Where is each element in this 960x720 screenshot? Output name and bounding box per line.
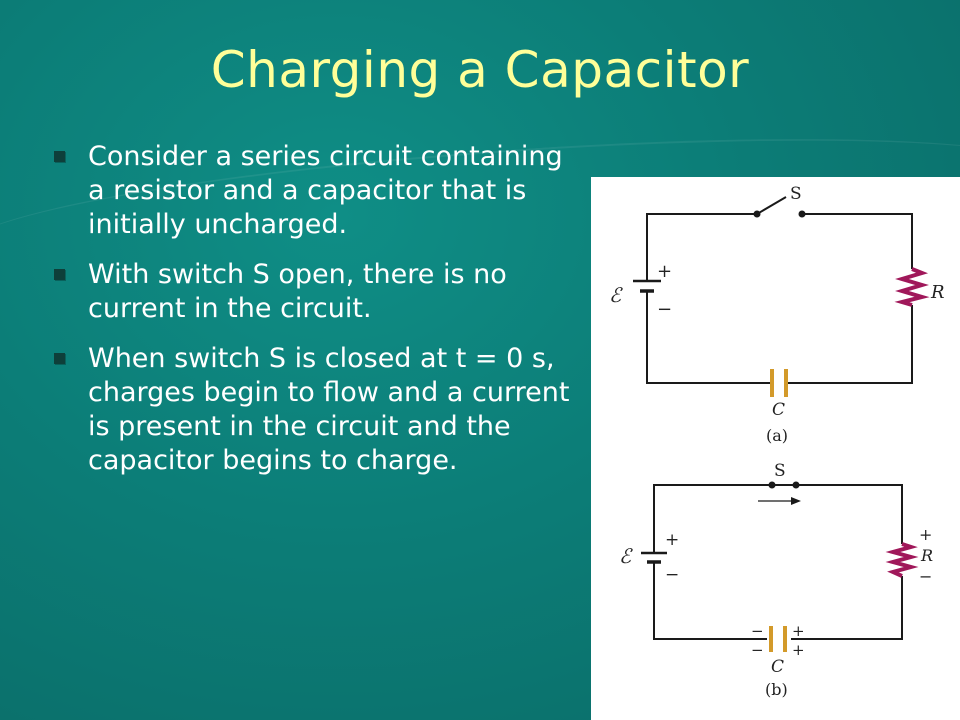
closed-switch-icon (768, 481, 800, 489)
square-bullet-icon (54, 353, 65, 364)
circuit-diagram-a: S ℰ + − R C (a) (591, 177, 960, 456)
bullet-list: Consider a series circuit containing a r… (52, 140, 587, 494)
circuit-diagram-b: S ℰ + − + R − − − + + C (b) (591, 456, 960, 720)
bullet-text: When switch S is closed at t = 0 s, char… (88, 343, 570, 476)
circuit-b-svg: S ℰ + − + R − − − + + C (b) (619, 461, 933, 699)
switch-icon (753, 196, 806, 218)
capacitor-label: C (771, 657, 784, 677)
resistor-plus-label: + (919, 525, 932, 544)
wire (646, 213, 913, 384)
battery-plus-label: + (657, 261, 672, 282)
emf-label: ℰ (619, 544, 633, 568)
switch-label: S (774, 461, 786, 481)
capacitor-label: C (772, 400, 785, 420)
capacitor-plus-label: + (792, 622, 805, 640)
emf-label: ℰ (609, 283, 623, 307)
switch-label: S (790, 184, 802, 204)
wire (653, 484, 903, 640)
figure-caption: (b) (765, 680, 788, 699)
battery-minus-label: − (657, 299, 672, 320)
bullet-item: With switch S open, there is no current … (52, 258, 587, 326)
resistor-icon (885, 542, 919, 578)
battery-icon (641, 544, 667, 572)
square-bullet-icon (54, 269, 65, 280)
battery-icon (633, 270, 661, 302)
bullet-item: Consider a series circuit containing a r… (52, 140, 587, 242)
capacitor-icon (770, 369, 788, 397)
bullet-text: Consider a series circuit containing a r… (88, 141, 563, 240)
circuit-a-svg: S ℰ + − R C (a) (609, 184, 945, 445)
current-arrow-icon (758, 497, 801, 505)
battery-plus-label: + (665, 530, 679, 550)
resistor-label: R (920, 546, 933, 565)
capacitor-icon (769, 626, 787, 652)
slide-title: Charging a Capacitor (210, 41, 750, 99)
capacitor-minus-label: − (751, 641, 764, 659)
figure-caption: (a) (766, 426, 788, 445)
capacitor-plus-label: + (792, 641, 805, 659)
capacitor-minus-label: − (751, 622, 764, 640)
resistor-label: R (930, 282, 945, 303)
battery-minus-label: − (665, 565, 679, 585)
square-bullet-icon (54, 151, 65, 162)
resistor-minus-label: − (919, 567, 932, 586)
bullet-item: When switch S is closed at t = 0 s, char… (52, 342, 587, 478)
resistor-icon (894, 267, 930, 307)
bullet-text: With switch S open, there is no current … (88, 259, 507, 324)
